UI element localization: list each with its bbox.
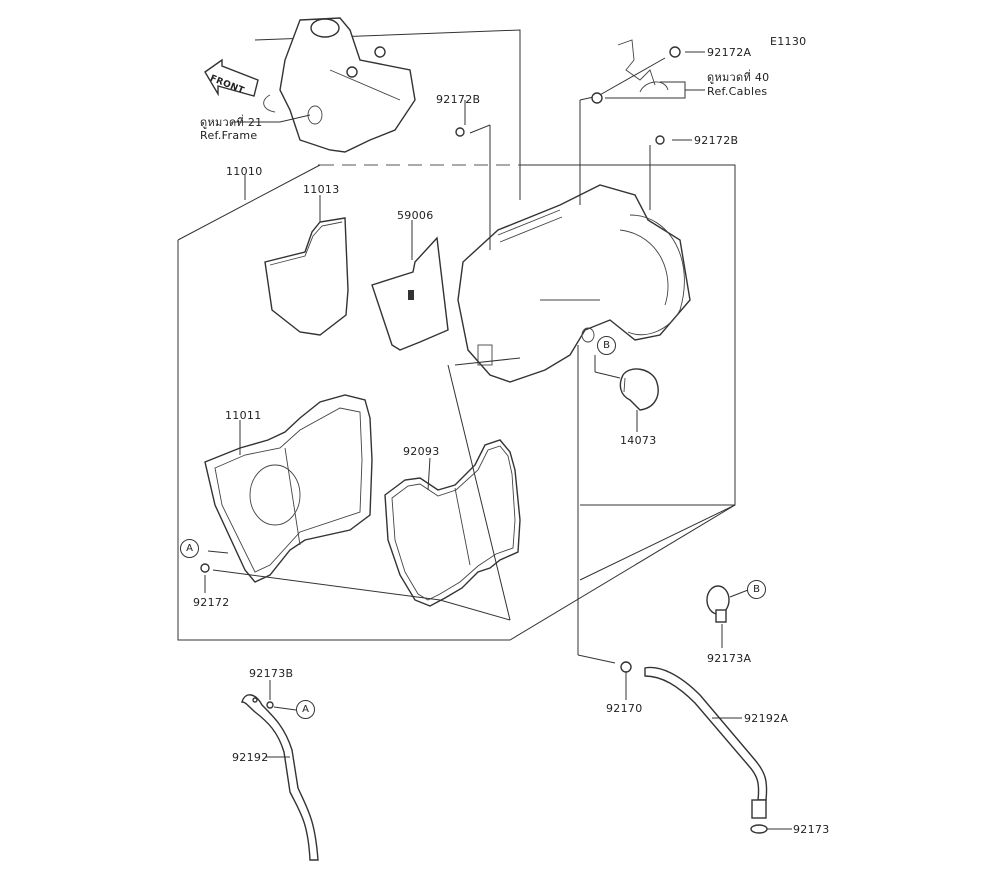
part-label-11010[interactable]: 11010 — [226, 165, 263, 178]
part-label-92172b-top[interactable]: 92172B — [436, 93, 481, 106]
part-label-92170[interactable]: 92170 — [606, 702, 643, 715]
leader-lines — [204, 51, 705, 664]
callout-b-lower: B — [747, 580, 766, 599]
part-label-92192[interactable]: 92192 — [232, 751, 269, 764]
ref-cables-thai: ดูหมวดที่ 40 — [707, 71, 770, 84]
ref-frame-thai: ดูหมวดที่ 21 — [200, 116, 263, 129]
part-label-92173a[interactable]: 92173A — [707, 652, 752, 665]
part-label-92172b-right[interactable]: 92172B — [694, 134, 739, 147]
part-label-92173b[interactable]: 92173B — [249, 667, 294, 680]
duct-part — [619, 368, 659, 411]
lower-case-part — [204, 394, 373, 583]
part-label-92093[interactable]: 92093 — [403, 445, 440, 458]
clamp-part — [706, 585, 749, 648]
air-filter-part — [264, 217, 349, 336]
air-cleaner-housing-part — [457, 184, 691, 383]
filter-element-part — [371, 236, 449, 351]
gasket-part — [384, 439, 521, 607]
fasteners — [200, 39, 681, 573]
front-arrow-icon — [204, 58, 259, 97]
part-label-92172a[interactable]: 92172A — [707, 46, 752, 59]
hose-92192-part — [241, 680, 319, 861]
part-label-14073[interactable]: 14073 — [620, 434, 657, 447]
ref-frame-english: Ref.Frame — [200, 129, 258, 142]
part-label-92192a[interactable]: 92192A — [744, 712, 789, 725]
part-label-11013[interactable]: 11013 — [303, 183, 340, 196]
frame-part — [263, 17, 416, 153]
part-label-92173[interactable]: 92173 — [793, 823, 830, 836]
callout-a-lower: A — [296, 700, 315, 719]
part-label-92172[interactable]: 92172 — [193, 596, 230, 609]
ref-cables-english: Ref.Cables — [707, 85, 768, 98]
callout-a-upper: A — [180, 539, 199, 558]
part-label-11011[interactable]: 11011 — [225, 409, 262, 422]
diagram-code: E1130 — [770, 35, 807, 48]
callout-b-upper: B — [597, 336, 616, 355]
part-label-59006[interactable]: 59006 — [397, 209, 434, 222]
hose-92192a-part — [620, 661, 792, 834]
